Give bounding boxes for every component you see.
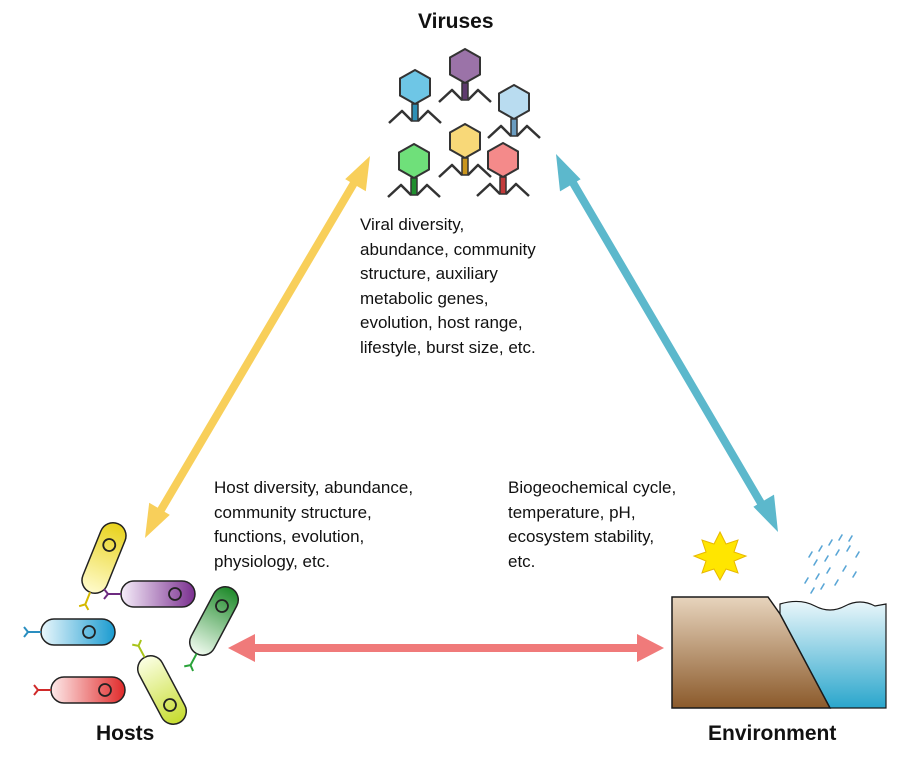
viruses-description-line: Viral diversity, [360, 215, 465, 234]
bacterium-icon [23, 618, 116, 646]
hosts-description: Host diversity, abundance, community str… [214, 476, 413, 574]
environment-description-line: Biogeochemical cycle, [508, 478, 677, 497]
arrow-viruses-hosts [145, 156, 370, 538]
viruses-description-line: evolution, host range, [360, 313, 523, 332]
water-icon [779, 600, 887, 709]
viruses-description-line: metabolic genes, [360, 288, 489, 308]
virus-group [387, 47, 541, 198]
environment-description: Biogeochemical cycle, temperature, pH, e… [508, 476, 676, 574]
viruses-description-line: abundance, community [360, 239, 536, 259]
environment-landscape [671, 530, 887, 709]
sun-icon [692, 530, 748, 582]
viruses-description-line: lifestyle, burst size, etc. [360, 337, 536, 357]
virus-icon [476, 141, 530, 197]
bacterium-icon [103, 580, 196, 608]
hosts-description-line: functions, evolution, [214, 527, 365, 546]
bacterium-icon [33, 676, 126, 704]
environment-description-line: ecosystem stability, [508, 527, 655, 546]
soil-cliff-icon [671, 596, 832, 709]
viruses-title: Viruses [418, 10, 494, 33]
hosts-description-line: Host diversity, abundance, [214, 478, 414, 497]
environment-description-line: etc. [508, 551, 536, 571]
viruses-description: Viral diversity, abundance, community st… [360, 213, 536, 360]
hosts-description-line: physiology, etc. [214, 551, 330, 571]
bacteria-group [23, 521, 240, 725]
arrow-hosts-environment [228, 634, 664, 662]
hosts-title: Hosts [96, 722, 155, 745]
virus-icon [438, 47, 492, 103]
arrow-viruses-environment [556, 154, 778, 532]
hosts-description-line: community structure, [214, 502, 372, 522]
virus-icon [387, 142, 441, 198]
virus-icon [438, 122, 492, 178]
bacterium-icon [184, 586, 240, 672]
bacterium-icon [132, 639, 188, 725]
virus-icon [388, 68, 442, 124]
rain-icon [804, 534, 860, 594]
environment-title: Environment [708, 722, 837, 745]
virus-icon [487, 83, 541, 139]
bacterium-icon [78, 521, 127, 611]
environment-description-line: temperature, pH, [508, 502, 636, 522]
viruses-description-line: structure, auxiliary [360, 264, 498, 283]
